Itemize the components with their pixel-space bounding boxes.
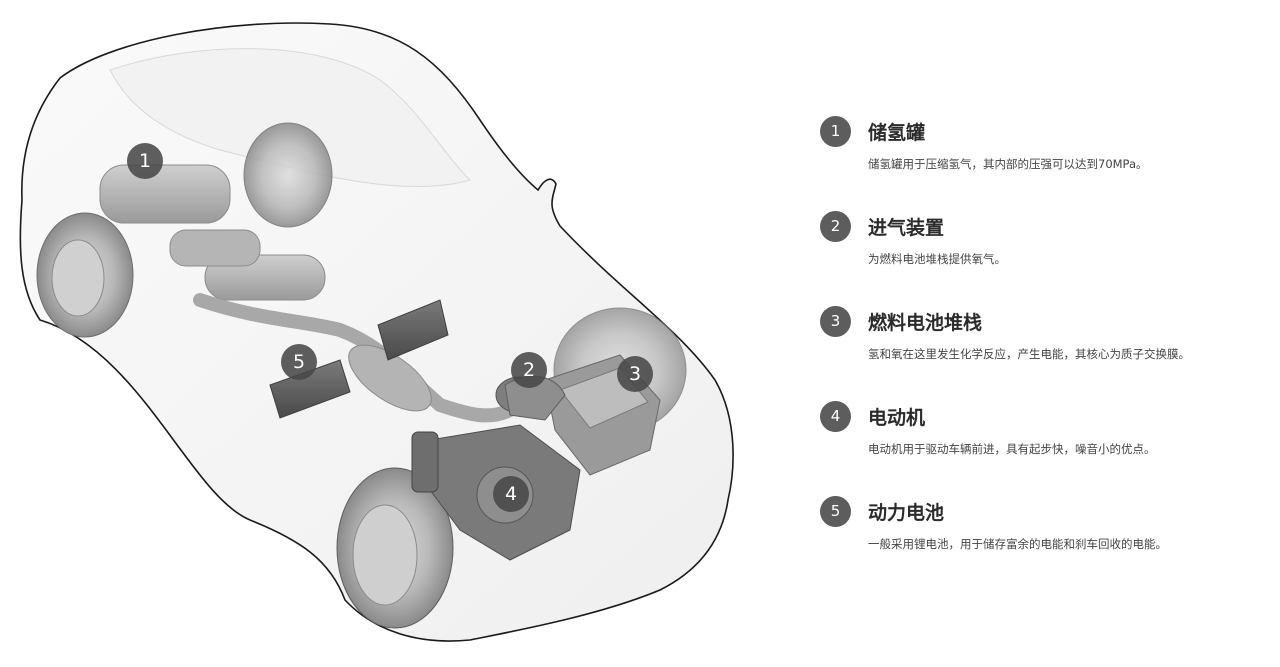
legend-description: 储氢罐用于压缩氢气，其内部的压强可以达到70MPa。 [868,157,1148,171]
muffler-part [348,344,432,412]
hydrogen-tank-part [99,164,326,301]
legend-number-badge: 1 [820,116,851,147]
marker-4[interactable]: 4 [493,476,529,512]
legend-item-fuel-cell-stack: 3 燃料电池堆栈 氢和氧在这里发生化学反应，产生电能，其核心为质子交换膜。 [820,306,1260,401]
legend-item-power-battery: 5 动力电池 一般采用锂电池，用于储存富余的电能和刹车回收的电能。 [820,496,1260,591]
legend-title: 电动机 [868,407,926,429]
legend-description: 氢和氧在这里发生化学反应，产生电能，其核心为质子交换膜。 [868,347,1190,361]
rear-right-wheel [243,122,333,228]
legend-item-hydrogen-tank: 1 储氢罐 储氢罐用于压缩氢气，其内部的压强可以达到70MPa。 [820,116,1260,211]
legend-title: 储氢罐 [868,122,926,144]
legend-number-badge: 3 [820,306,851,337]
battery-pack-rear [269,359,351,419]
legend-number-badge: 4 [820,401,851,432]
component-legend: 1 储氢罐 储氢罐用于压缩氢气，其内部的压强可以达到70MPa。 2 进气装置 … [820,116,1260,591]
legend-number-badge: 5 [820,496,851,527]
car-drawing [19,22,734,642]
roof-glass [109,48,471,188]
front-left-wheel [336,467,454,629]
battery-pack-front [377,299,449,361]
marker-5[interactable]: 5 [281,344,317,380]
legend-title: 动力电池 [868,502,945,524]
legend-title: 进气装置 [868,217,945,239]
marker-2[interactable]: 2 [511,352,547,388]
legend-description: 一般采用锂电池，用于储存富余的电能和刹车回收的电能。 [868,537,1167,551]
marker-3[interactable]: 3 [617,356,653,392]
legend-item-intake-device: 2 进气装置 为燃料电池堆栈提供氧气。 [820,211,1260,306]
legend-description: 为燃料电池堆栈提供氧气。 [868,252,1006,266]
legend-title: 燃料电池堆栈 [868,312,983,334]
rear-left-wheel [36,212,134,338]
legend-description: 电动机用于驱动车辆前进，具有起步快，噪音小的优点。 [868,442,1156,456]
car-cutaway-illustration: 1 2 3 4 5 [19,22,734,642]
marker-1[interactable]: 1 [127,143,163,179]
legend-item-electric-motor: 4 电动机 电动机用于驱动车辆前进，具有起步快，噪音小的优点。 [820,401,1260,496]
legend-number-badge: 2 [820,211,851,242]
